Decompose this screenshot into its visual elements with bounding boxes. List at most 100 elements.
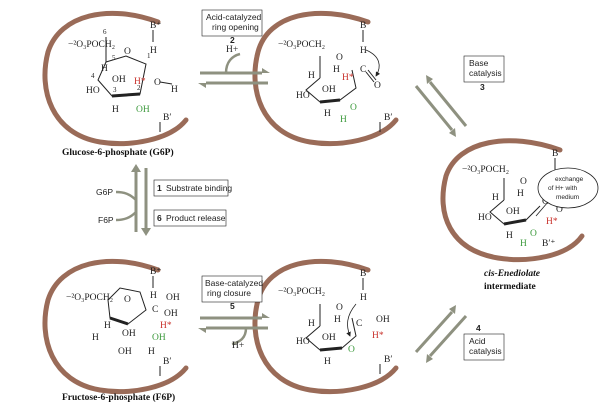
svg-text:H: H [112, 105, 119, 115]
svg-text:3: 3 [113, 86, 117, 94]
caption-f6p: Fructose-6-phosphate (F6P) [62, 392, 175, 403]
equilibrium-arrows-step5 [198, 313, 270, 346]
svg-text:H: H [308, 319, 315, 329]
svg-text:C: C [152, 305, 158, 315]
svg-text:H: H [520, 239, 527, 249]
svg-text:H*: H* [546, 217, 558, 227]
step3-num: 3 [480, 82, 485, 92]
svg-text:H: H [148, 347, 155, 357]
molecule-g6p: −²O₃POCH₂ 6 5 H O 1 4 3 2 HO OH H H* OH … [68, 21, 178, 132]
callout-line-1: exchange [555, 176, 584, 183]
svg-text:H: H [360, 293, 367, 303]
g6p-side-label: G6P [96, 187, 113, 197]
svg-text:OH: OH [136, 105, 150, 115]
svg-text:OH: OH [166, 293, 180, 303]
svg-text:4: 4 [91, 72, 95, 80]
svg-text:H*: H* [134, 77, 146, 87]
svg-text:O⁻: O⁻ [556, 205, 568, 215]
step2-line2: ring opening [212, 22, 259, 32]
equilibrium-arrows-step4 [414, 305, 468, 363]
step4-box [463, 333, 505, 361]
svg-text:O: O [124, 295, 131, 305]
molecule-open-chain: −²O₃POCH₂ O H HO OH H H H* C O O H B H B… [278, 21, 392, 132]
step5-line1: Base-catalyzed [205, 278, 263, 288]
svg-text:OH: OH [506, 207, 520, 217]
svg-text:H: H [104, 321, 111, 331]
equilibrium-arrows-step3 [414, 75, 468, 137]
step4-line1: Acid [469, 336, 486, 346]
enzyme-pocket-f6p [42, 258, 189, 395]
caption-enediolate-1: cis-Enediolate [484, 269, 541, 279]
proton-label-bottom: H+ [232, 341, 244, 351]
step3-line1: Base [469, 58, 489, 68]
svg-text:H: H [171, 85, 178, 95]
svg-text:H: H [324, 109, 331, 119]
callout-line-2: of H+ with [548, 185, 577, 192]
svg-text:OH: OH [322, 85, 336, 95]
svg-text:B: B [360, 269, 366, 279]
svg-text:H*: H* [372, 331, 384, 341]
svg-text:HO: HO [296, 91, 310, 101]
step4-num: 4 [476, 323, 481, 333]
svg-text:O: O [336, 53, 343, 63]
svg-text:O: O [350, 103, 357, 113]
svg-text:O: O [520, 177, 527, 187]
svg-text:6: 6 [103, 28, 107, 36]
svg-text:−²O₃POCH₂: −²O₃POCH₂ [68, 40, 115, 50]
svg-text:B′⁺: B′⁺ [542, 239, 555, 249]
svg-text:B: B [552, 149, 558, 159]
exchange-callout-bubble [537, 167, 599, 209]
svg-text:H: H [517, 189, 524, 199]
svg-text:C: C [360, 65, 366, 75]
step1-label: Substrate binding [166, 183, 232, 193]
svg-text:O: O [374, 81, 381, 91]
svg-text:−²O₃POCH₂: −²O₃POCH₂ [278, 287, 325, 297]
svg-text:HO: HO [296, 337, 310, 347]
step3-line2: catalysis [469, 68, 502, 78]
svg-text:H*: H* [342, 73, 354, 83]
svg-text:OH: OH [322, 333, 336, 343]
caption-g6p: Glucose-6-phosphate (G6P) [62, 147, 174, 158]
enzyme-pocket-enediolate [440, 138, 585, 263]
f6p-side-label: F6P [98, 215, 114, 225]
enzyme-pocket-g6p [42, 10, 189, 147]
step2-num: 2 [230, 35, 235, 45]
svg-text:H: H [101, 64, 108, 74]
svg-text:OH: OH [152, 333, 166, 343]
svg-text:−²O₃POCH₂: −²O₃POCH₂ [462, 165, 509, 175]
svg-text:B′: B′ [384, 113, 392, 123]
svg-text:HO: HO [86, 86, 100, 96]
svg-text:C: C [356, 319, 362, 329]
equilibrium-arrows-step2 [198, 52, 270, 88]
step5-num: 5 [230, 301, 235, 311]
molecule-ring-closing: −²O₃POCH₂ O H HO OH H H C OH H* O B H B′ [278, 269, 392, 374]
svg-text:H: H [506, 231, 513, 241]
enzyme-pocket-open-chain [252, 10, 399, 147]
step6-box [153, 209, 227, 227]
svg-text:−²O₃POCH₂: −²O₃POCH₂ [66, 293, 113, 303]
step3-box [463, 55, 505, 83]
svg-text:H: H [150, 46, 157, 56]
molecule-enediolate: −²O₃POCH₂ O H HO OH H H C O⁻ H H* O H B′… [462, 149, 568, 249]
step2-line1: Acid-catalyzed [206, 12, 262, 22]
equilibrium-arrows-steps-1-6 [115, 164, 151, 236]
svg-text:H: H [340, 115, 347, 125]
svg-text:1: 1 [147, 52, 151, 60]
svg-text:H: H [324, 357, 331, 367]
caption-enediolate-2: intermediate [484, 282, 536, 292]
svg-text:OH: OH [122, 329, 136, 339]
svg-text:H: H [360, 46, 367, 56]
svg-text:OH: OH [164, 309, 178, 319]
svg-text:O: O [124, 47, 131, 57]
step5-line2: ring closure [207, 288, 251, 298]
svg-text:O: O [336, 303, 343, 313]
step1-num: 1 [157, 183, 162, 193]
svg-text:H: H [308, 71, 315, 81]
step2-box [201, 9, 263, 37]
svg-text:H*: H* [160, 321, 172, 331]
svg-text:H: H [492, 193, 499, 203]
svg-text:H: H [150, 291, 157, 301]
svg-text:B: B [360, 21, 366, 31]
step5-box [201, 275, 263, 303]
